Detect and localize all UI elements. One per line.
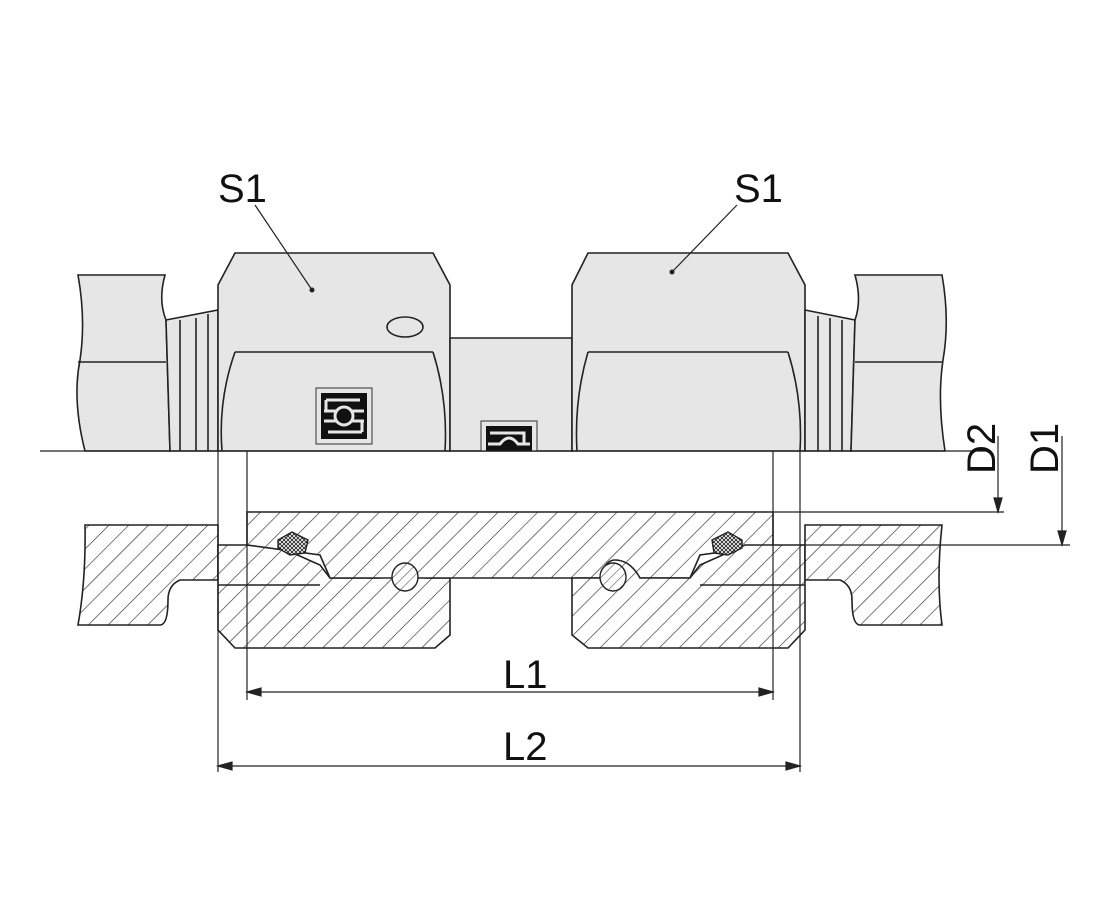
- left-tube-section: [77, 524, 219, 626]
- o-ring-left: [391, 562, 419, 592]
- seal-left: [277, 531, 309, 556]
- o-ring-right: [599, 562, 627, 592]
- left-tube: [76, 274, 171, 452]
- right-tube: [850, 274, 948, 452]
- s1-right-label: S1: [734, 167, 783, 211]
- tube-section: [246, 511, 774, 579]
- l1-label: L1: [503, 653, 548, 697]
- s1-left-label: S1: [218, 167, 267, 211]
- d1-label: D1: [1023, 423, 1067, 474]
- right-tube-section: [804, 524, 943, 626]
- logo-icon: [315, 387, 373, 445]
- seal-right: [711, 531, 743, 556]
- l2-label: L2: [503, 725, 548, 769]
- d2-label: D2: [960, 423, 1004, 474]
- logo-icon: [480, 420, 538, 452]
